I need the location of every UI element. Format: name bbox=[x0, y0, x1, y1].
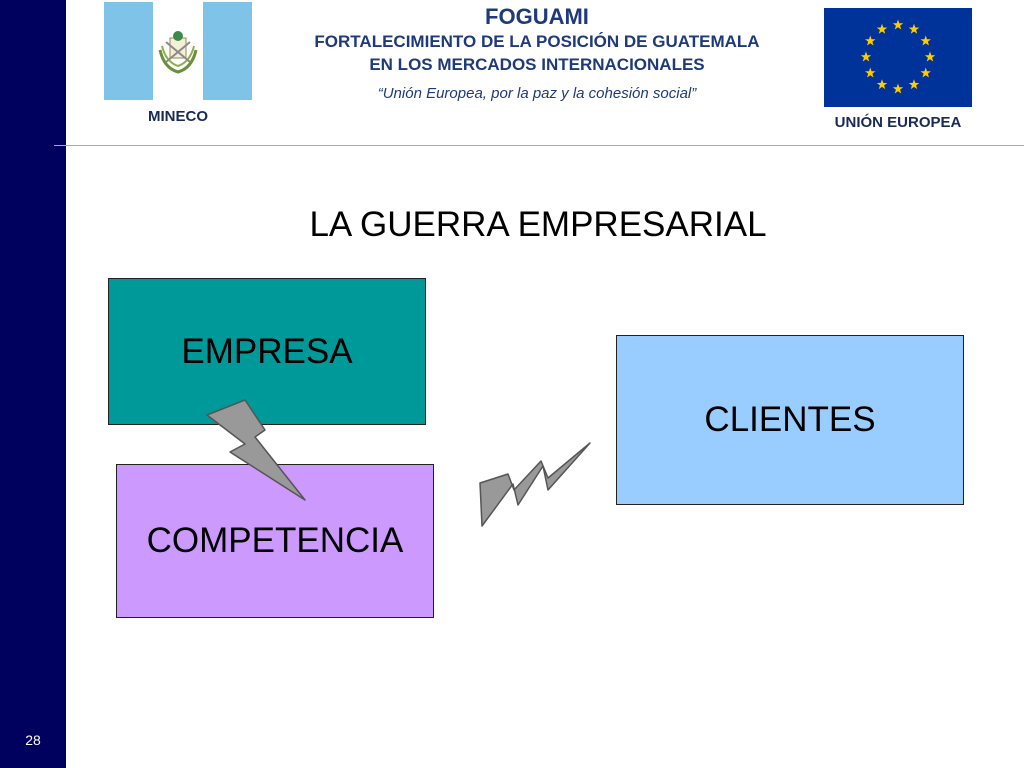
node-clientes: CLIENTES bbox=[616, 335, 964, 505]
lightning-bolt-icon-empresa-competencia bbox=[206, 399, 306, 501]
node-clientes-label: CLIENTES bbox=[704, 400, 876, 439]
eu-star-icon bbox=[908, 79, 920, 90]
node-competencia: COMPETENCIA bbox=[116, 464, 434, 618]
eu-star-icon bbox=[892, 19, 904, 30]
eu-label: UNIÓN EUROPEA bbox=[834, 114, 962, 131]
slide-title: LA GUERRA EMPRESARIAL bbox=[309, 205, 767, 244]
eu-star-icon bbox=[860, 51, 872, 62]
header-divider bbox=[54, 145, 1024, 146]
eu-star-icon bbox=[920, 35, 931, 46]
guatemala-flag-logo bbox=[104, 2, 252, 100]
coat-of-arms-icon bbox=[158, 31, 198, 74]
header-title-line-1: FORTALECIMIENTO DE LA POSICIÓN DE GUATEM… bbox=[314, 32, 760, 51]
eu-flag-logo bbox=[824, 8, 972, 107]
left-sidebar: 28 bbox=[0, 0, 66, 768]
eu-star-icon bbox=[924, 51, 936, 62]
lightning-bolt-icon-clientes-competencia bbox=[479, 442, 591, 527]
eu-stars-icon bbox=[860, 19, 936, 94]
eu-star-icon bbox=[876, 79, 888, 90]
slide-number: 28 bbox=[25, 732, 41, 748]
node-competencia-label: COMPETENCIA bbox=[146, 521, 404, 560]
org-name: FOGUAMI bbox=[485, 4, 589, 29]
mineco-label: MINECO bbox=[148, 108, 208, 125]
eu-star-icon bbox=[892, 83, 904, 94]
header-title-line-2: EN LOS MERCADOS INTERNACIONALES bbox=[369, 55, 705, 74]
eu-star-icon bbox=[865, 67, 876, 78]
header-title: FOGUAMI FORTALECIMIENTO DE LA POSICIÓN D… bbox=[262, 4, 812, 102]
node-empresa: EMPRESA bbox=[108, 278, 426, 425]
eu-star-icon bbox=[908, 23, 920, 34]
header-motto: “Unión Europea, por la paz y la cohesión… bbox=[377, 85, 697, 102]
eu-star-icon bbox=[865, 35, 876, 46]
node-empresa-label: EMPRESA bbox=[181, 331, 353, 371]
eu-star-icon bbox=[876, 23, 888, 34]
eu-star-icon bbox=[920, 67, 931, 78]
